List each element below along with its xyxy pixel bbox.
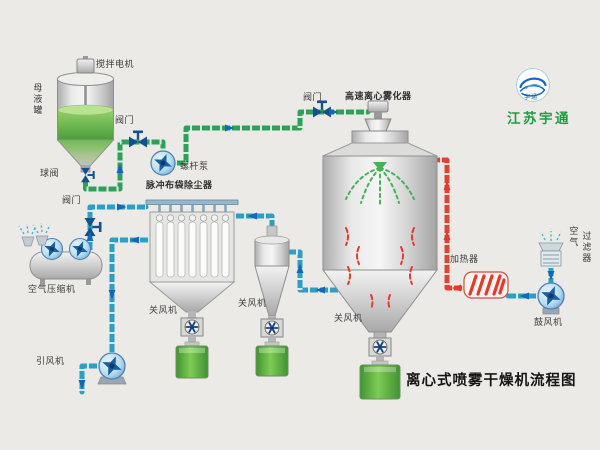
- ball-valve-label: 球阀: [40, 169, 60, 179]
- spray-pattern: [345, 162, 415, 206]
- dc-rotary-airlock: [180, 311, 204, 342]
- top-valve-label: 阀门: [303, 93, 323, 103]
- screw-pump: [149, 149, 177, 177]
- stir-motor-label: 搅拌电机: [96, 60, 135, 70]
- blower-label: 鼓风机: [534, 318, 563, 328]
- feed-valve-icon: [129, 130, 147, 148]
- dryer-collection-tank: [359, 360, 401, 400]
- ball-valve-icon: [81, 167, 95, 183]
- mother-liquor-tank: [56, 72, 115, 173]
- blower-fan: [536, 281, 566, 315]
- air-filter-label-line1: 空气: [567, 226, 578, 248]
- dust-collector-label: 脉冲布袋除尘器: [146, 181, 213, 191]
- dc-collection-tank: [175, 341, 209, 379]
- cyclone-rotary-airlock: [260, 316, 284, 342]
- air-compressor-label: 空气压缩机: [28, 285, 76, 295]
- pulse-valve-icon: [84, 218, 102, 236]
- heater: [463, 271, 509, 299]
- cyclone-collection-tank: [255, 341, 289, 377]
- dryer-airlock-label: 关风机: [334, 314, 363, 324]
- induced-fan-label: 引风机: [36, 357, 65, 367]
- diagram-title: 离心式喷雾干燥机流程图: [406, 373, 577, 389]
- dc-airlock-label: 关风机: [149, 306, 178, 316]
- brand-name: 江苏宇通: [507, 111, 571, 127]
- company-logo: [516, 68, 550, 102]
- cyclone-airlock-label: 关风机: [238, 299, 267, 309]
- air-filter-label-line2: 过滤器: [580, 231, 591, 264]
- air-filter: [538, 231, 564, 267]
- induced-draft-fan: [97, 351, 127, 385]
- pulse-valve-label: 阀门: [62, 196, 82, 206]
- heater-label: 加热器: [450, 255, 479, 265]
- atomizer-label: 高速离心雾化器: [345, 92, 412, 102]
- cyclone-separator: [254, 225, 290, 317]
- air-compressor: [18, 222, 103, 285]
- dryer-rotary-airlock: [368, 337, 392, 361]
- feed-valve-label: 阀门: [115, 116, 135, 126]
- screw-pump-label: 螺杆泵: [180, 162, 209, 172]
- mother-tank-label: 母液罐: [31, 83, 42, 116]
- agitator-motor: [76, 56, 95, 74]
- hot-air-marks: [345, 227, 415, 310]
- logo-badge-text: 宇通: [524, 94, 539, 101]
- centrifugal-atomizer: [364, 100, 392, 132]
- pulse-bag-dust-collector: [145, 199, 239, 313]
